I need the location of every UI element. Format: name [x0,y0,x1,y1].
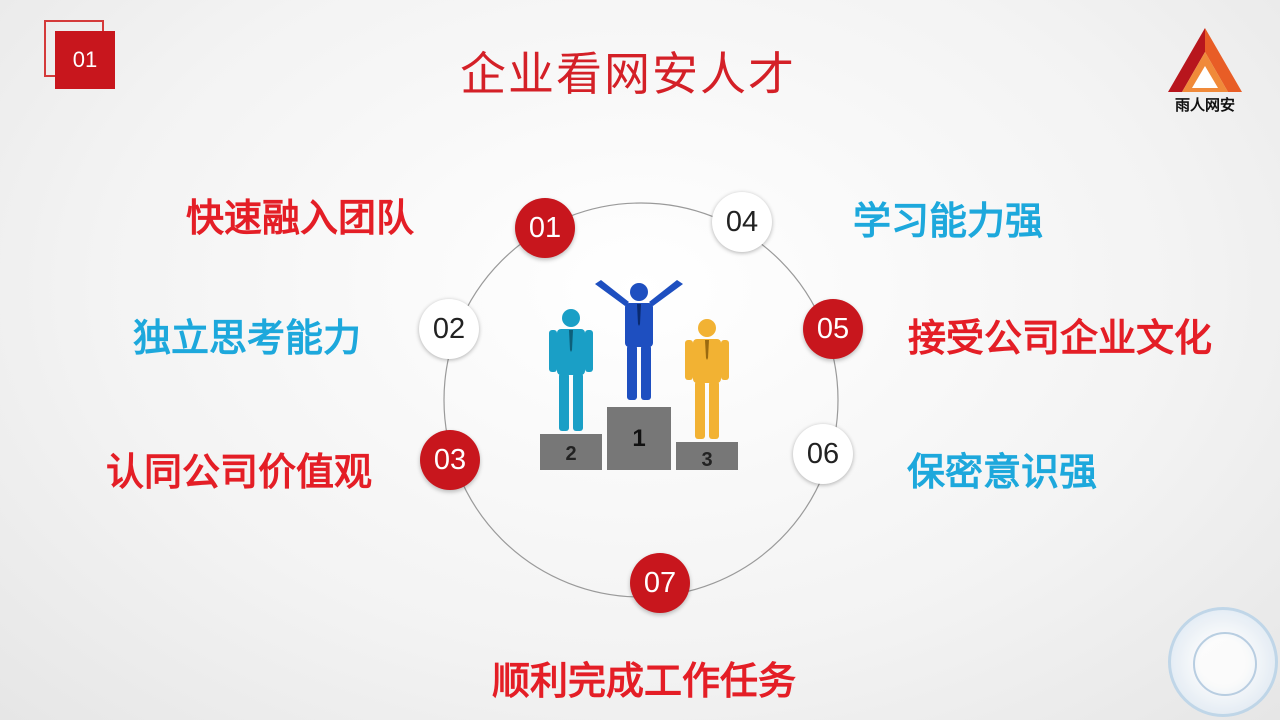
second-place-figure [549,309,593,431]
podium-illustration: 2 1 3 [540,280,738,471]
node-01: 01 [515,198,575,258]
podium-third-block [676,442,738,470]
node-05: 05 [803,299,863,359]
page-title: 企业看网安人才 [460,47,796,101]
brand-logo-text: 雨人网安 [1174,96,1235,114]
label-05: 接受公司企业文化 [908,316,1213,360]
label-04: 学习能力强 [853,199,1044,243]
node-06: 06 [793,424,853,484]
label-07: 顺利完成工作任务 [492,659,797,703]
third-place-figure [685,319,729,439]
node-02: 02 [419,299,479,359]
first-place-figure [595,280,683,400]
label-06: 保密意识强 [907,450,1098,494]
podium-second-block [540,434,602,470]
seal-watermark-icon [1168,607,1278,717]
label-03: 认同公司价值观 [106,450,373,494]
podium-label-third: 3 [701,449,712,471]
label-01: 快速融入团队 [186,196,415,240]
node-07: 07 [630,553,690,613]
slide-number-badge: 01 [55,31,115,89]
podium-label-first: 1 [632,425,645,452]
brand-logo-icon [1168,28,1242,92]
podium-first-block [607,407,671,470]
node-03: 03 [420,430,480,490]
podium-label-second: 2 [565,443,576,465]
node-04: 04 [712,192,772,252]
label-02: 独立思考能力 [133,316,362,360]
